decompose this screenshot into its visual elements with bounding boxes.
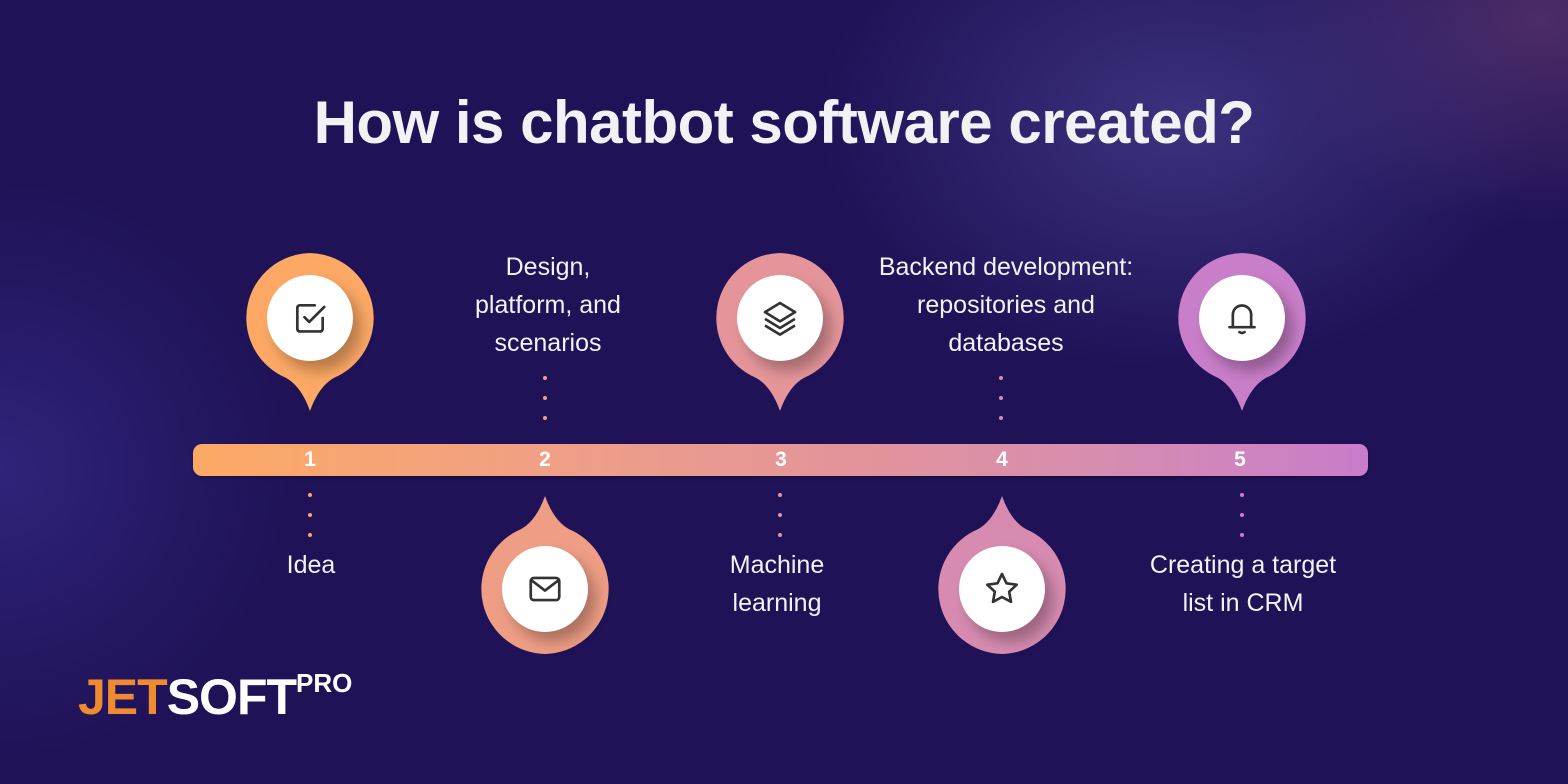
step-3-pin <box>715 253 845 413</box>
step-5-pin <box>1177 253 1307 413</box>
step-1-pin <box>245 253 375 413</box>
layers-icon <box>737 275 823 361</box>
step-4-label: Backend development: repositories and da… <box>878 253 1134 357</box>
step-1-label: Idea <box>286 551 336 579</box>
step-number-5: 5 <box>1234 448 1246 471</box>
step-number-1: 1 <box>304 448 316 471</box>
step-4-dots <box>999 376 1003 436</box>
step-5-label: Creating a target list in CRM <box>1149 551 1337 617</box>
step-number-4: 4 <box>996 448 1008 471</box>
step-2-label: Design, platform, and scenarios <box>475 253 621 357</box>
step-number-3: 3 <box>775 448 787 471</box>
step-number-2: 2 <box>539 448 551 471</box>
envelope-icon <box>502 546 588 632</box>
step-2-pin <box>480 494 610 654</box>
jetsoftpro-logo: JETSOFTPRO <box>78 668 353 725</box>
bell-icon <box>1199 275 1285 361</box>
step-4-pin <box>937 494 1067 654</box>
step-5-dots <box>1240 493 1244 553</box>
step-3-label: Machine learning <box>729 551 825 617</box>
page-title: How is chatbot software created? <box>313 89 1255 156</box>
checkbox-icon <box>267 275 353 361</box>
timeline-bar <box>193 444 1368 476</box>
step-3-dots <box>778 493 782 553</box>
star-icon <box>959 546 1045 632</box>
step-1-dots <box>308 493 312 553</box>
step-2-dots <box>543 376 547 436</box>
